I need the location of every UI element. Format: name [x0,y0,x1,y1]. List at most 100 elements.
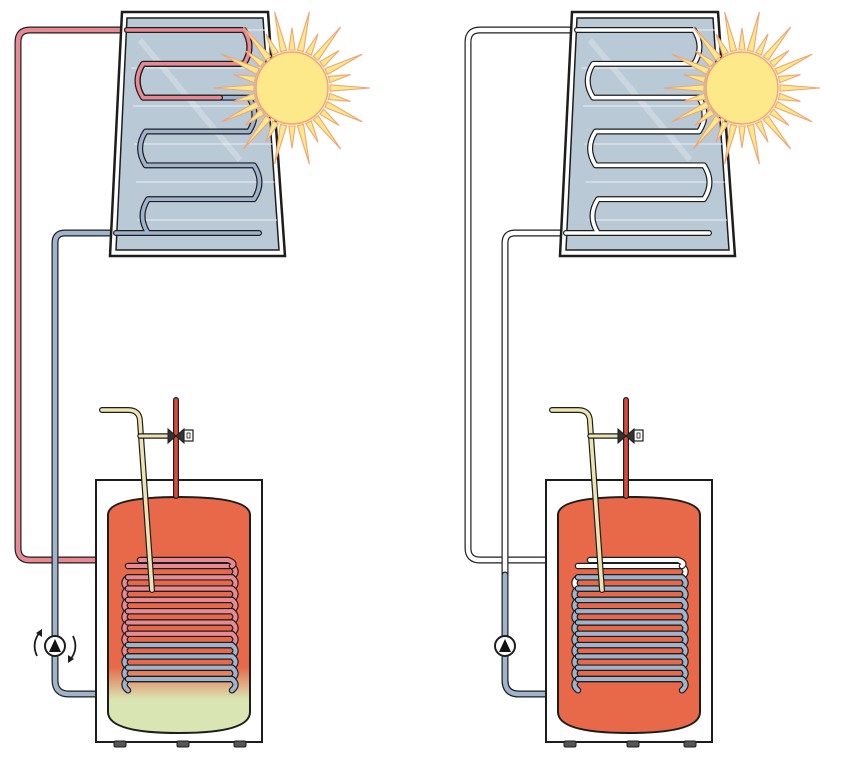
sun-ray-1 [329,84,371,92]
cold-feed-pipe [549,407,605,593]
cold-return-pipe-core [52,230,233,697]
sun-ray-17 [221,53,260,76]
sun-ray-19 [242,26,272,62]
collector-tube-hot-core [125,28,252,100]
valve-body [617,427,635,445]
rotation-arrow-right [69,635,77,661]
coil-inlet [136,556,237,570]
sun-ray-23 [746,11,760,53]
sun-ray-17 [671,53,710,76]
hot-supply-pipe [14,26,152,564]
coil-turn-11-core [125,676,238,693]
sun-ray-13 [671,100,710,123]
sun-ray-12 [244,108,266,126]
sun-ray-24 [754,33,769,56]
sun-ray-21 [724,11,738,53]
sun-ray-21 [274,11,288,53]
sun-ray-16 [233,74,257,84]
sun-ray-2 [777,92,801,102]
valve-body [167,427,185,445]
collector-tube-core [564,28,712,235]
coil-inlet-core [137,557,236,569]
coil-turn-11 [574,675,689,694]
cold-feed-pipe-core [550,408,604,592]
sensor-mark [636,432,641,439]
sun-ray-5 [762,114,792,150]
sun-ray-20 [265,33,280,56]
rotation-arrowhead-right [68,655,74,663]
sun-ray-25 [762,26,792,62]
sun-ray-19 [692,26,722,62]
coil-turn-11-core [575,676,688,693]
heat-exchanger-coil [571,556,689,694]
sun-ray-4 [318,108,340,126]
sun-ray-10 [715,120,730,143]
tank-foot-3 [683,740,697,748]
tank-foot-2 [626,740,640,748]
sun-disc [255,51,329,125]
sun-ray-7 [746,123,760,165]
hot-supply-pipe [464,26,602,564]
sun-ray-6 [754,120,769,143]
sun-ray-22 [288,27,296,51]
sun-ray-27 [774,53,813,76]
sun-ray-18 [694,50,716,68]
system-drained [464,10,821,748]
sun-ray-27 [324,53,363,76]
sun-ray-13 [221,100,260,123]
pump-arrow [49,639,61,652]
tank-foot-1 [113,740,127,748]
sun-ray-9 [274,123,288,165]
sun-ray-2 [327,92,351,102]
hot-supply-pipe-core [15,27,151,563]
collector-tube-hot [124,27,253,101]
sun-ray-28 [777,74,801,84]
sun-ray-28 [327,74,351,84]
sensor-icon [183,429,194,442]
sun-ray-12 [694,108,716,126]
rotation-arrow-left [33,631,41,657]
sun-ray-6 [304,120,319,143]
sun-ray-15 [663,84,705,92]
system-operating [14,10,371,748]
sun-ray-5 [312,114,342,150]
sun-ray-23 [296,11,310,53]
cold-feed-pipe [99,407,155,593]
collector-tube [563,27,713,236]
rotation-arrows-icon [33,629,77,663]
sun-ray-3 [774,100,813,123]
heat-exchanger-coil [121,556,239,694]
sun-ray-1 [779,84,821,92]
sun-disc [705,51,779,125]
sun-ray-9 [724,123,738,165]
return-pipe-filled-core [502,572,683,697]
hot-supply-pipe-core [465,27,601,563]
coil-inlet-core [587,557,686,569]
sun-ray-4 [768,108,790,126]
sensor-mark [186,432,191,439]
cold-feed-pipe-core [100,408,154,592]
rotation-arrowhead-left [36,629,42,637]
sun-ray-16 [683,74,707,84]
sun-ray-15 [213,84,255,92]
sun-ray-10 [265,120,280,143]
sun-ray-14 [233,92,257,102]
water-tank [107,495,251,735]
sun-ray-20 [715,33,730,56]
tank-foot-1 [563,740,577,748]
sun-ray-7 [296,123,310,165]
coil-turn-11 [124,675,239,694]
tank-foot-3 [233,740,247,748]
sun-icon [213,11,371,165]
tank-foot-2 [176,740,190,748]
cold-return-pipe [51,229,234,698]
sun-ray-26 [768,50,790,68]
sun-ray-11 [242,114,272,150]
sun-ray-22 [738,27,746,51]
sensor-icon [633,429,644,442]
sun-ray-8 [738,125,746,149]
pump-arrow [499,639,511,652]
valve-icon [617,427,644,445]
